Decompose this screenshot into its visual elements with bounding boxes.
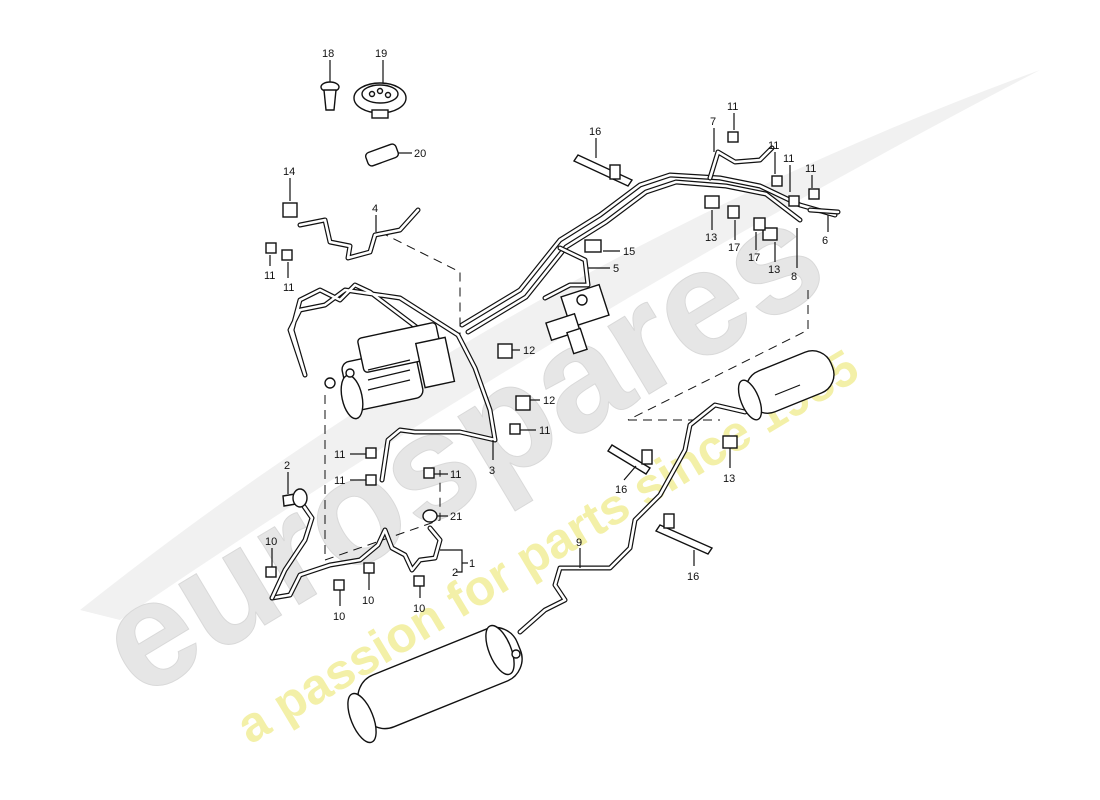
main-pipe-bundle <box>459 145 838 335</box>
callout-16-top: 16 <box>589 126 601 138</box>
brackets-16 <box>572 154 714 555</box>
part-18-grommet <box>320 81 340 111</box>
part-15-clip <box>584 239 602 253</box>
callout-18: 18 <box>322 48 334 60</box>
part-2-fitting <box>282 488 308 508</box>
callout-8: 8 <box>791 271 797 283</box>
callout-16-mid: 16 <box>615 484 627 496</box>
part-20-connector <box>364 143 400 167</box>
callout-4: 4 <box>372 203 378 215</box>
callout-leaders <box>269 60 829 606</box>
callout-2-a: 2 <box>284 460 290 472</box>
callout-10-d: 10 <box>413 603 425 615</box>
callout-12-b: 12 <box>543 395 555 407</box>
callout-11-f: 11 <box>805 163 816 175</box>
callout-13-a: 13 <box>705 232 717 244</box>
pipe-4 <box>297 207 421 261</box>
watermark-swoosh <box>80 70 1040 620</box>
callout-12-a: 12 <box>523 345 535 357</box>
callout-11-g: 11 <box>539 425 550 437</box>
callout-16-low: 16 <box>687 571 699 583</box>
callout-11-e: 11 <box>783 153 794 165</box>
callout-1: 1 <box>469 558 475 570</box>
callout-15: 15 <box>623 246 635 258</box>
callout-10-c: 10 <box>362 595 374 607</box>
pipe-1-2 <box>269 502 443 601</box>
callout-11-j: 11 <box>450 469 461 481</box>
callout-11-h: 11 <box>334 449 345 461</box>
reservoir-right <box>737 350 835 421</box>
callout-17-a: 17 <box>728 242 740 254</box>
pipe-9 <box>517 402 748 635</box>
callout-11-d: 11 <box>768 140 779 152</box>
callout-11-c: 11 <box>727 101 738 113</box>
reservoir-lower <box>347 624 523 744</box>
callout-5: 5 <box>613 263 619 275</box>
part-21-ring <box>422 509 438 523</box>
part-19-cap <box>353 82 407 119</box>
callout-17-b: 17 <box>748 252 760 264</box>
callout-3: 3 <box>489 465 495 477</box>
callout-labels: 18 19 20 14 4 11 11 16 7 11 11 11 11 6 8… <box>264 48 828 623</box>
part-6-end <box>807 207 841 215</box>
callout-14: 14 <box>283 166 295 178</box>
callout-11-i: 11 <box>334 475 345 487</box>
callout-10-b: 10 <box>333 611 345 623</box>
pipe-3 <box>287 282 498 483</box>
callout-6: 6 <box>822 235 828 247</box>
callout-11-a: 11 <box>264 270 275 282</box>
callout-20: 20 <box>414 148 426 160</box>
watermark: eurospares a passion for parts since 198… <box>69 70 1040 754</box>
valve-block <box>545 283 610 355</box>
compressor <box>324 322 456 420</box>
callout-7: 7 <box>710 116 716 128</box>
callout-13-c: 13 <box>723 473 735 485</box>
part-14-clip <box>282 202 298 218</box>
callout-2-b: 2 <box>452 567 458 579</box>
callout-19: 19 <box>375 48 387 60</box>
dashed-leader-lines <box>324 231 809 561</box>
callout-21: 21 <box>450 511 462 523</box>
callout-9: 9 <box>576 537 582 549</box>
callout-13-b: 13 <box>768 264 780 276</box>
callout-10-a: 10 <box>265 536 277 548</box>
callout-11-b: 11 <box>283 282 294 294</box>
